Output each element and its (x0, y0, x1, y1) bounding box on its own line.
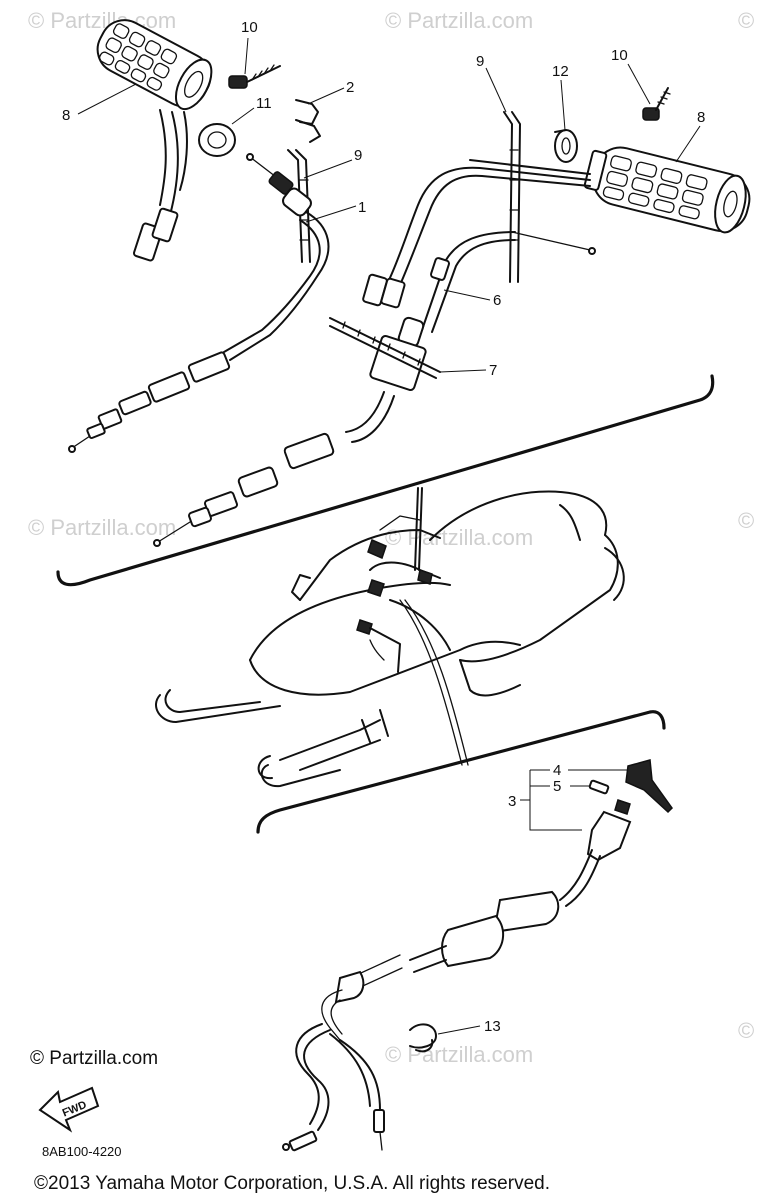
part-11-ring (198, 123, 236, 157)
part-10-screw-left (228, 64, 281, 89)
callout-10-left: 10 (241, 19, 258, 36)
left-grip (96, 19, 213, 262)
part-1-throttle-cable (68, 153, 330, 453)
part-9-tie-right (503, 111, 521, 283)
callout-11: 11 (256, 95, 272, 112)
callout-numbers: 10 2 8 11 9 1 9 12 10 8 6 7 4 5 3 13 (62, 19, 705, 1035)
right-grip (362, 146, 751, 309)
lower-cable-assembly (282, 849, 601, 1152)
partzilla-copyright: © Partzilla.com (30, 1048, 158, 1069)
fwd-arrow-icon: FWD (38, 1086, 100, 1133)
leader-lines (77, 37, 701, 1035)
snowmobile-illustration (155, 487, 625, 788)
watermark-mid-left: © Partzilla.com (28, 515, 176, 540)
callout-10-right: 10 (611, 47, 628, 64)
callout-13: 13 (484, 1018, 501, 1035)
callout-4: 4 (553, 762, 561, 779)
watermark-low-center: © Partzilla.com (385, 1042, 533, 1067)
footer-copyright: ©2013 Yamaha Motor Corporation, U.S.A. A… (34, 1173, 550, 1194)
part-12-ring (554, 129, 578, 163)
callout-6: 6 (493, 292, 501, 309)
callout-2: 2 (346, 79, 354, 96)
section-divider-bottom (256, 710, 666, 834)
watermark-low-right: © (738, 1018, 754, 1043)
callout-8-right: 8 (697, 109, 705, 126)
watermark-top-left: © Partzilla.com (28, 8, 176, 33)
watermark-top-right: © (738, 8, 754, 33)
callout-1: 1 (358, 199, 366, 216)
part-10-screw-right (642, 87, 671, 121)
callout-7: 7 (489, 362, 497, 379)
watermark-mid-right: © (738, 508, 754, 533)
callout-12: 12 (552, 63, 569, 80)
watermark-mid-center: © Partzilla.com (385, 525, 533, 550)
callout-5: 5 (553, 778, 561, 795)
part-6-brake-cable (153, 231, 596, 547)
watermark-top-center: © Partzilla.com (385, 8, 533, 33)
callout-9-left: 9 (354, 147, 362, 164)
callout-3: 3 (508, 793, 516, 810)
throttle-housing-assembly (520, 759, 673, 862)
watermarks: © Partzilla.com © Partzilla.com © © Part… (28, 8, 754, 1067)
callout-8-left: 8 (62, 107, 70, 124)
diagram-code: 8AB100-4220 (42, 1144, 122, 1159)
part-2-clip (295, 99, 321, 143)
part-7-cable-tie (329, 317, 441, 379)
section-divider-top (56, 374, 715, 587)
callout-9-right: 9 (476, 53, 484, 70)
